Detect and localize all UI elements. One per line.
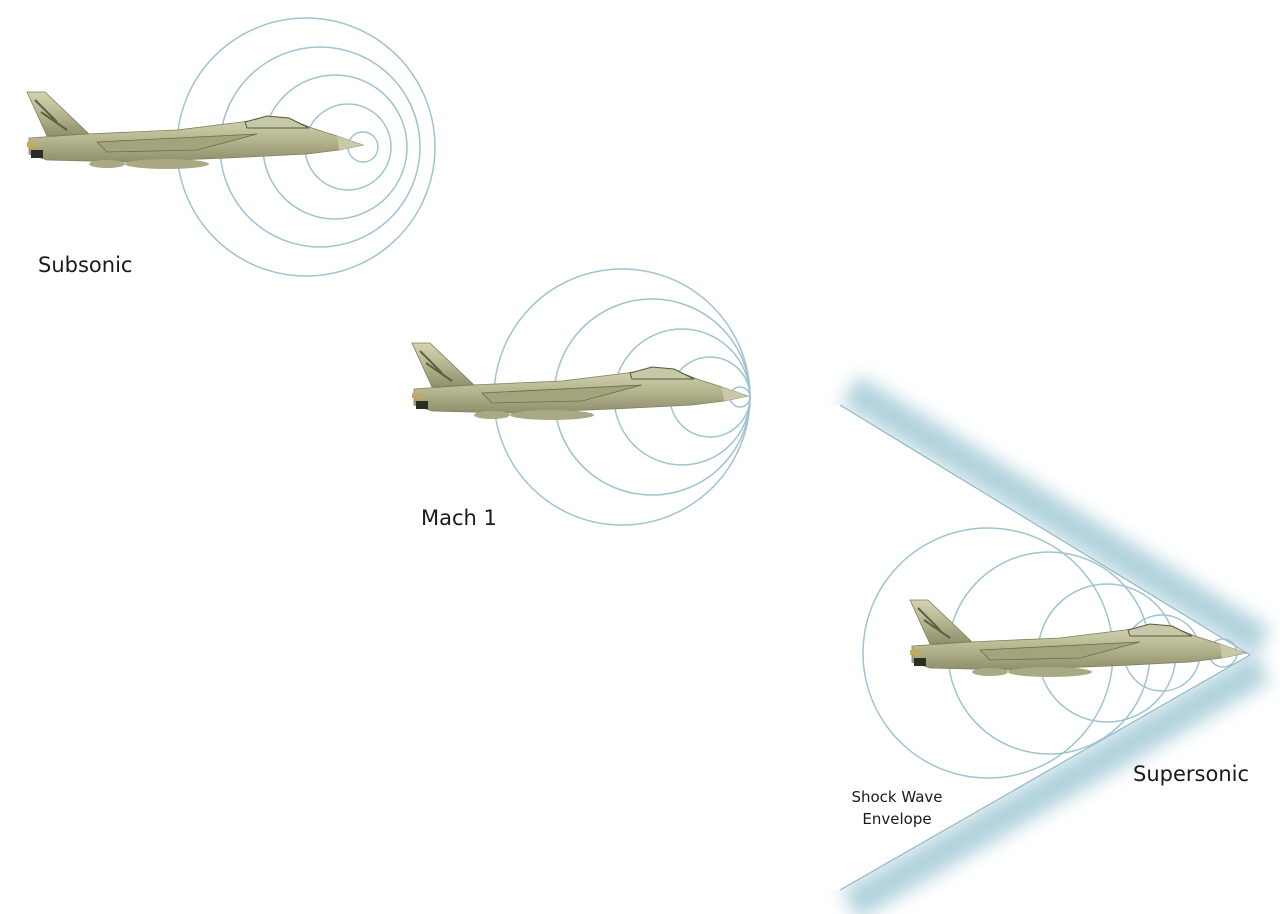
mach1-label: Mach 1 (421, 506, 497, 530)
shock-wave-label-line2: Envelope (862, 810, 932, 828)
supersonic-label: Supersonic (1133, 762, 1250, 786)
shock-wave-envelope-label: Shock Wave Envelope (842, 786, 952, 830)
jet-mach1 (411, 342, 749, 421)
jet-subsonic (26, 91, 364, 170)
shock-wave-label-line1: Shock Wave (851, 788, 943, 806)
subsonic-label: Subsonic (38, 253, 133, 277)
